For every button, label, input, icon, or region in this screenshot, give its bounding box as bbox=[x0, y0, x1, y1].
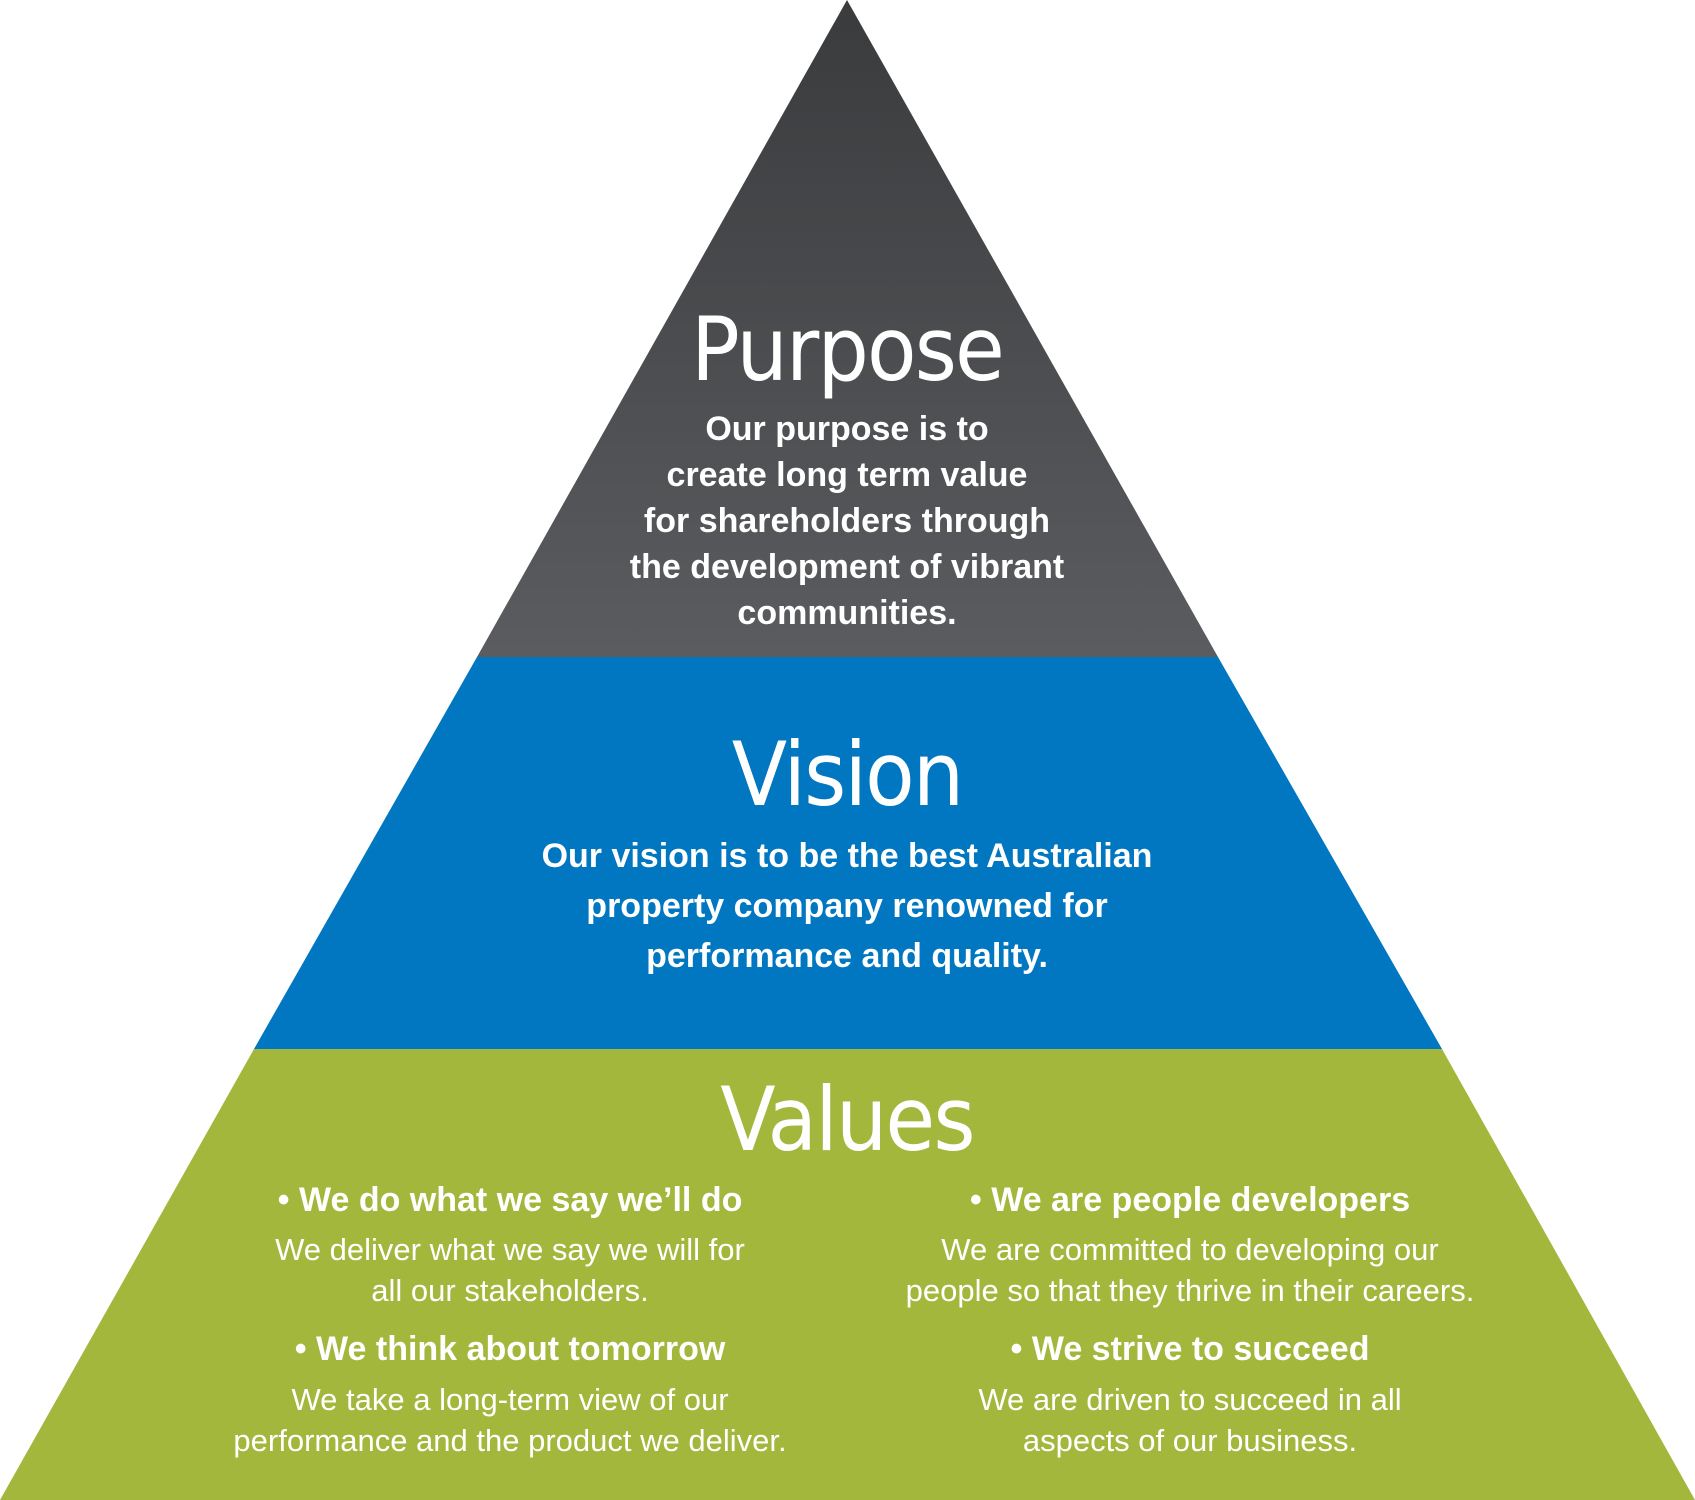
value-title-strive-to-succeed: • We strive to succeed bbox=[1010, 1330, 1370, 1368]
values-layer bbox=[0, 1049, 1695, 1500]
value-desc-do-what-we-say: We deliver what we say we will for all o… bbox=[210, 1229, 810, 1311]
value-desc-line: all our stakeholders. bbox=[371, 1273, 649, 1308]
purpose-line: create long term value bbox=[666, 456, 1028, 494]
purpose-line: Our purpose is to bbox=[705, 410, 989, 448]
vision-line: Our vision is to be the best Australian bbox=[541, 837, 1153, 875]
purpose-line: for shareholders through bbox=[643, 502, 1051, 540]
vision-line: performance and quality. bbox=[646, 937, 1048, 975]
purpose-layer bbox=[477, 0, 1218, 657]
value-desc-line: We are driven to succeed in all bbox=[978, 1382, 1402, 1417]
value-desc-line: We take a long-term view of our bbox=[291, 1382, 729, 1417]
value-desc-people-developers: We are committed to developing our peopl… bbox=[860, 1229, 1520, 1311]
vision-heading: Vision bbox=[731, 723, 964, 826]
value-desc-line: We are committed to developing our bbox=[941, 1232, 1439, 1267]
vision-statement: Our vision is to be the best Australian … bbox=[447, 831, 1247, 981]
value-title-people-developers: • We are people developers bbox=[969, 1181, 1411, 1219]
vision-line: property company renowned for bbox=[586, 887, 1108, 925]
value-title-do-what-we-say: • We do what we say we’ll do bbox=[277, 1181, 743, 1219]
purpose-heading: Purpose bbox=[690, 298, 1005, 401]
value-desc-line: aspects of our business. bbox=[1022, 1423, 1358, 1458]
value-desc-line: performance and the product we deliver. bbox=[233, 1423, 787, 1458]
purpose-line: communities. bbox=[737, 594, 957, 632]
purpose-line: the development of vibrant bbox=[629, 548, 1065, 586]
values-heading: Values bbox=[720, 1068, 975, 1171]
value-desc-think-about-tomorrow: We take a long-term view of our performa… bbox=[190, 1379, 830, 1461]
value-title-think-about-tomorrow: • We think about tomorrow bbox=[294, 1330, 726, 1368]
value-desc-line: We deliver what we say we will for bbox=[275, 1232, 745, 1267]
purpose-statement: Our purpose is to create long term value… bbox=[547, 406, 1147, 636]
vision-layer bbox=[254, 657, 1442, 1049]
value-desc-line: people so that they thrive in their care… bbox=[905, 1273, 1475, 1308]
value-desc-strive-to-succeed: We are driven to succeed in all aspects … bbox=[880, 1379, 1500, 1461]
